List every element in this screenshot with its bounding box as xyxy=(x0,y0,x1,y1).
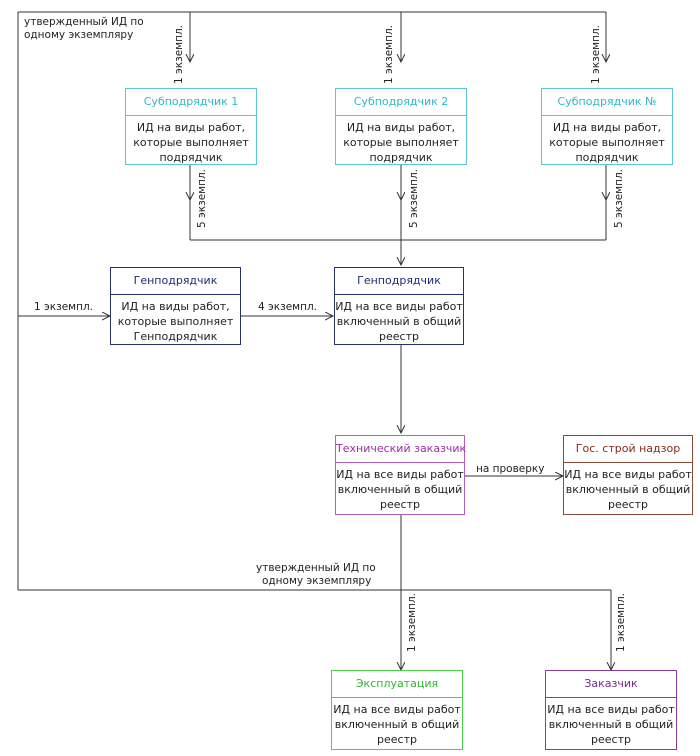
technical-customer-box: Технический заказчик ИД на все виды рабо… xyxy=(335,435,466,515)
box-title: Технический заказчик xyxy=(336,436,466,463)
five-copies-vertical-subN: 5 экземпл. xyxy=(613,168,625,228)
box-title: Эксплуатация xyxy=(332,671,462,698)
general-contractor-right-box: Генподрядчик ИД на все виды работ включе… xyxy=(334,267,464,345)
box-body: ИД на все виды работ включенный в общий … xyxy=(335,300,463,343)
approved-top-label-2: одному экземпляру xyxy=(24,29,134,41)
subcontractor-1-box: Субподрядчик 1 ИД на виды работ, которые… xyxy=(125,88,257,165)
for-check-label: на проверку xyxy=(476,463,545,475)
box-body: ИД на все виды работ включенный в общий … xyxy=(336,468,464,511)
box-body: ИД на виды работ, которые выполняет подр… xyxy=(133,121,249,164)
box-body: ИД на виды работ, которые выполняет подр… xyxy=(343,121,459,164)
four-copies-label: 4 экземпл. xyxy=(258,301,318,313)
one-copy-vertical-exploit: 1 экземпл. xyxy=(406,592,418,652)
subcontractor-n-box: Субподрядчик № ИД на виды работ, которые… xyxy=(541,88,673,165)
one-copy-vertical-customer: 1 экземпл. xyxy=(615,592,627,652)
box-title: Субподрядчик 1 xyxy=(126,89,256,116)
approved-bottom-label-2: одному экземпляру xyxy=(262,575,372,587)
box-body: ИД на виды работ, которые выполняет Генп… xyxy=(117,300,234,343)
box-title: Субподрядчик 2 xyxy=(336,89,466,116)
one-copy-left-label: 1 экземпл. xyxy=(34,301,94,313)
box-body: ИД на виды работ, которые выполняет подр… xyxy=(549,121,665,164)
state-construction-supervision-box: Гос. строй надзор ИД на все виды работ в… xyxy=(563,435,693,515)
box-title: Заказчик xyxy=(546,671,676,698)
operation-box: Эксплуатация ИД на все виды работ включе… xyxy=(331,670,463,750)
one-copy-vertical-sub1: 1 экземпл. xyxy=(173,24,185,84)
subcontractor-2-box: Субподрядчик 2 ИД на виды работ, которые… xyxy=(335,88,467,165)
approved-bottom-label-1: утвержденный ИД по xyxy=(256,562,376,574)
box-body: ИД на все виды работ включенный в общий … xyxy=(333,703,461,746)
one-copy-vertical-subN: 1 экземпл. xyxy=(590,24,602,84)
customer-box: Заказчик ИД на все виды работ включенный… xyxy=(545,670,677,750)
box-title: Генподрядчик xyxy=(111,268,240,295)
one-copy-vertical-sub2: 1 экземпл. xyxy=(383,24,395,84)
five-copies-vertical-sub1: 5 экземпл. xyxy=(196,168,208,228)
box-body: ИД на все виды работ включенный в общий … xyxy=(564,468,692,511)
box-title: Генподрядчик xyxy=(335,268,463,295)
box-title: Гос. строй надзор xyxy=(564,436,692,463)
five-copies-vertical-sub2: 5 экземпл. xyxy=(408,168,420,228)
box-body: ИД на все виды работ включенный в общий … xyxy=(547,703,675,746)
general-contractor-left-box: Генподрядчик ИД на виды работ, которые в… xyxy=(110,267,241,345)
box-title: Субподрядчик № xyxy=(542,89,672,116)
approved-top-label-1: утвержденный ИД по xyxy=(24,16,144,28)
